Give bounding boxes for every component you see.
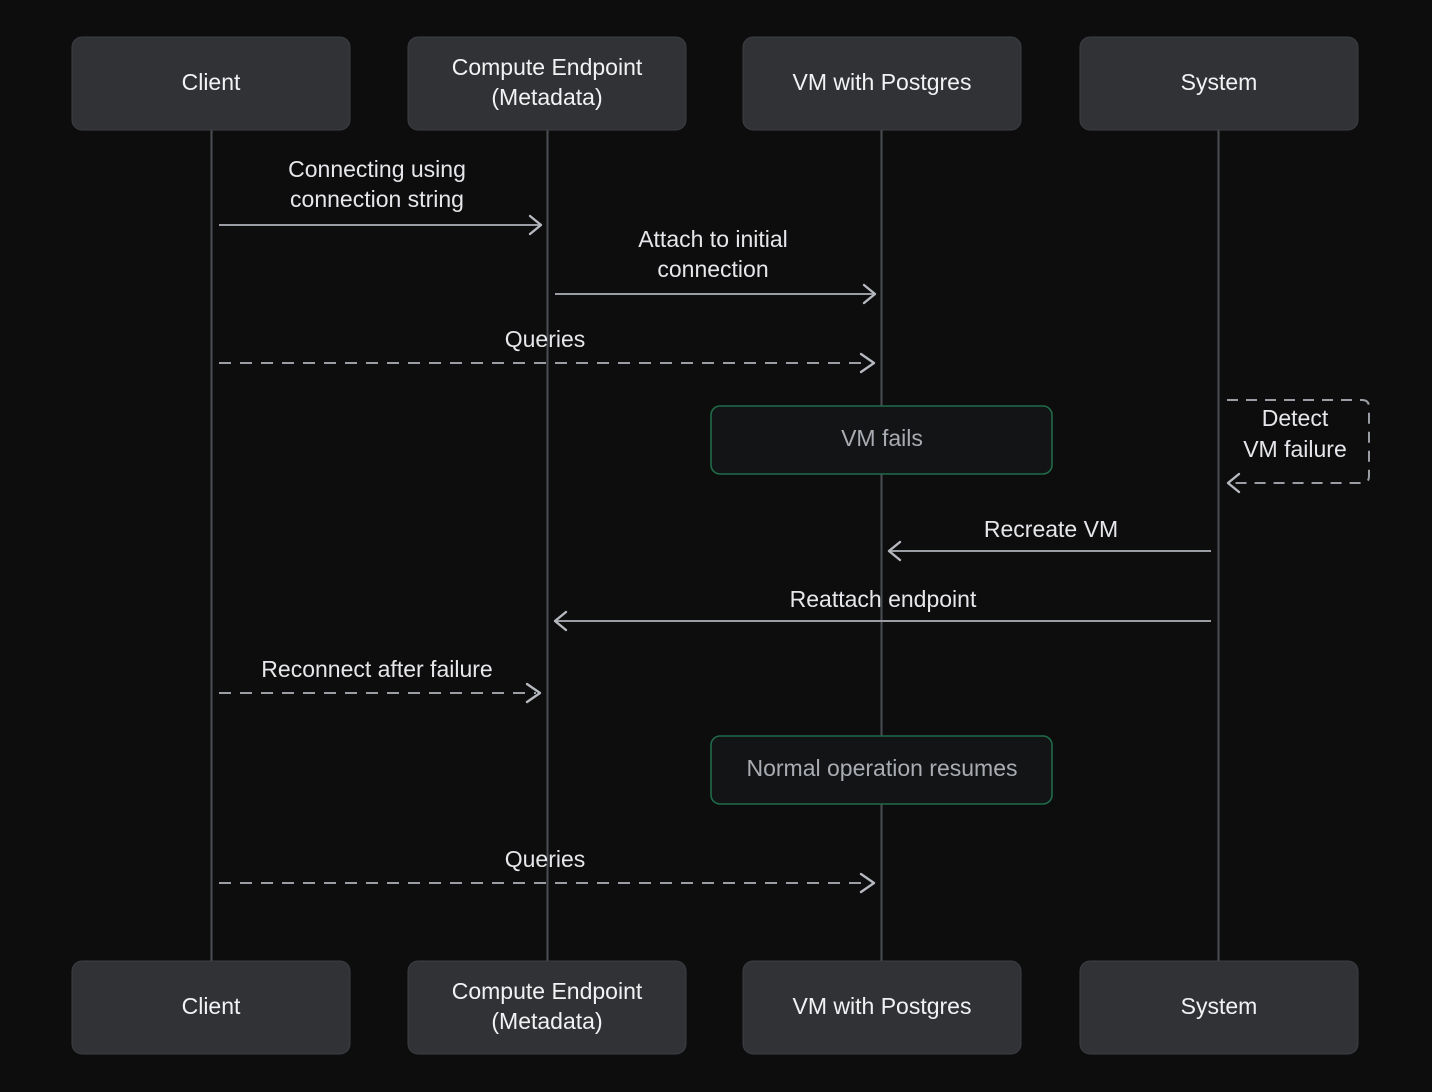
participant-box-compute[interactable]: [407, 36, 687, 131]
participant-top-system[interactable]: System: [1079, 36, 1359, 131]
message-label-2-line2: connection: [657, 256, 768, 282]
note-label-normal-operation-resumes: Normal operation resumes: [746, 755, 1017, 781]
participant-top-vm[interactable]: VM with Postgres: [742, 36, 1022, 131]
message-label-5: Recreate VM: [984, 516, 1118, 542]
participant-label-compute-line2: (Metadata): [491, 84, 602, 110]
message-label-6: Reattach endpoint: [790, 586, 977, 612]
message-arrowhead-5: [887, 540, 902, 562]
message-label-8: Queries: [505, 846, 586, 872]
message-arrowhead-7: [525, 682, 542, 704]
message-label-1-line1: Connecting using: [288, 156, 466, 182]
participant-label-vm-bottom: VM with Postgres: [793, 993, 972, 1019]
participant-label-system-bottom: System: [1181, 993, 1258, 1019]
message-label-3: Queries: [505, 326, 586, 352]
message-connecting-using-connection-string: Connecting using connection string: [219, 156, 543, 236]
message-label-2-line1: Attach to initial: [638, 226, 788, 252]
message-reconnect-after-failure: Reconnect after failure: [219, 656, 542, 704]
note-normal-operation-resumes: Normal operation resumes: [710, 735, 1053, 805]
message-arrowhead-4: [1226, 472, 1241, 494]
message-arrowhead-6: [553, 610, 568, 632]
participant-top-compute[interactable]: Compute Endpoint (Metadata): [407, 36, 687, 131]
message-selfloop-4: [1227, 399, 1370, 484]
participant-label-vm: VM with Postgres: [793, 69, 972, 95]
participant-box-compute-bottom[interactable]: [407, 960, 687, 1055]
note-box-normal-operation-resumes: [710, 735, 1053, 805]
participant-label-client: Client: [182, 69, 241, 95]
message-recreate-vm: Recreate VM: [887, 516, 1211, 562]
message-arrowhead-1: [528, 214, 543, 236]
participant-bottom-vm[interactable]: VM with Postgres: [742, 960, 1022, 1055]
participant-bottom-compute[interactable]: Compute Endpoint (Metadata): [407, 960, 687, 1055]
message-attach-to-initial-connection: Attach to initial connection: [555, 226, 877, 305]
note-label-vm-fails: VM fails: [841, 425, 923, 451]
message-label-7: Reconnect after failure: [261, 656, 492, 682]
participant-box-system-bottom[interactable]: [1079, 960, 1359, 1055]
participant-label-client-bottom: Client: [182, 993, 241, 1019]
note-box-vm-fails: [710, 405, 1053, 475]
message-queries-second: Queries: [219, 846, 876, 894]
message-detect-vm-failure: Detect VM failure: [1226, 399, 1370, 494]
participant-label-compute-bottom-line1: Compute Endpoint: [452, 978, 643, 1004]
message-queries-first: Queries: [219, 326, 876, 374]
message-arrowhead-8: [859, 872, 876, 894]
participants-bottom: Client Compute Endpoint (Metadata) VM wi…: [71, 960, 1359, 1055]
participant-top-client[interactable]: Client: [71, 36, 351, 131]
participant-label-compute-line1: Compute Endpoint: [452, 54, 643, 80]
message-arrowhead-3: [859, 352, 876, 374]
message-reattach-endpoint: Reattach endpoint: [553, 586, 1211, 632]
note-vm-fails: VM fails: [710, 405, 1053, 475]
participant-box-vm-bottom[interactable]: [742, 960, 1022, 1055]
message-label-1-line2: connection string: [290, 186, 464, 212]
lifelines: [210, 128, 1220, 962]
participant-box-client[interactable]: [71, 36, 351, 131]
message-label-4-line2: VM failure: [1243, 436, 1347, 462]
message-arrowhead-2: [862, 283, 877, 305]
participant-box-system[interactable]: [1079, 36, 1359, 131]
participant-label-compute-bottom-line2: (Metadata): [491, 1008, 602, 1034]
participant-label-system: System: [1181, 69, 1258, 95]
participants-top: Client Compute Endpoint (Metadata) VM wi…: [71, 36, 1359, 131]
participant-bottom-client[interactable]: Client: [71, 960, 351, 1055]
participant-box-client-bottom[interactable]: [71, 960, 351, 1055]
message-label-4-line1: Detect: [1262, 405, 1329, 431]
participant-box-vm[interactable]: [742, 36, 1022, 131]
participant-bottom-system[interactable]: System: [1079, 960, 1359, 1055]
